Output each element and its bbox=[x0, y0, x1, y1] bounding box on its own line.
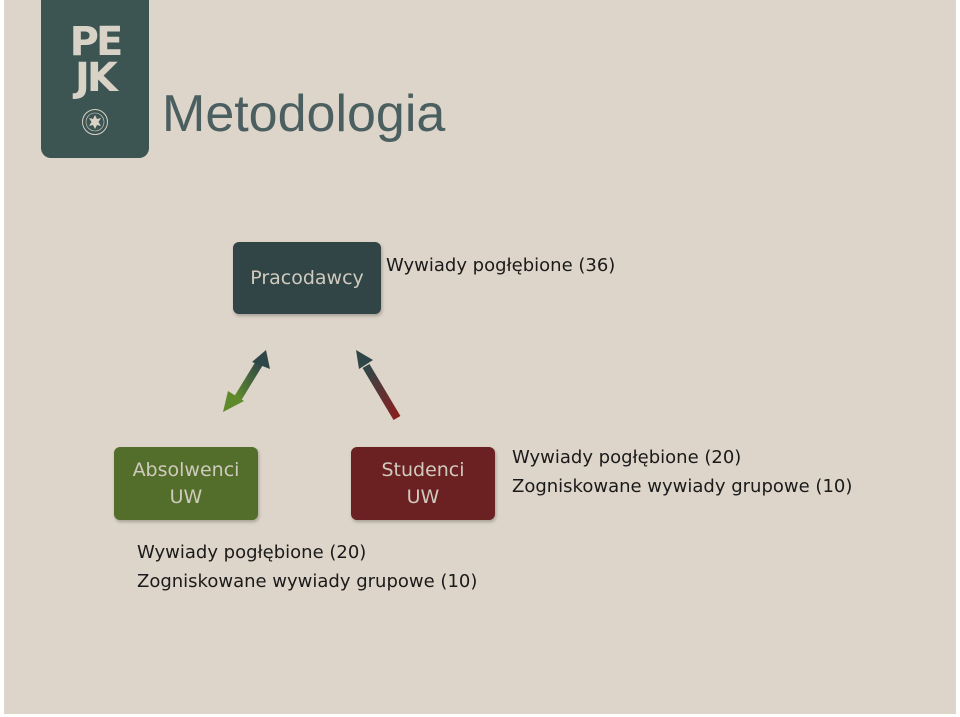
logo-text-line1: PE bbox=[69, 19, 124, 65]
employers-node: Pracodawcy bbox=[233, 242, 381, 314]
graduates-method-focus-groups: Zogniskowane wywiady grupowe (10) bbox=[137, 571, 478, 592]
students-label: Studenci bbox=[381, 458, 465, 481]
students-method-focus-groups: Zogniskowane wywiady grupowe (10) bbox=[512, 476, 853, 497]
students-university-label: UW bbox=[406, 485, 440, 508]
university-seal-icon bbox=[82, 109, 108, 135]
employers-methods-note: Wywiady pogłębione (36) bbox=[386, 251, 615, 280]
graduates-employers-arrow bbox=[223, 350, 270, 412]
students-node: Studenci UW bbox=[351, 447, 495, 520]
graduates-label: Absolwenci bbox=[132, 458, 240, 481]
slide: PE JK Metodologia bbox=[4, 0, 956, 714]
employers-label: Pracodawcy bbox=[250, 266, 364, 289]
graduates-node: Absolwenci UW bbox=[114, 447, 258, 520]
logo-text-line2: JK bbox=[75, 55, 118, 101]
students-methods-note: Wywiady pogłębione (20) Zogniskowane wyw… bbox=[512, 443, 852, 501]
pejk-logo: PE JK bbox=[41, 0, 149, 158]
graduates-university-label: UW bbox=[169, 485, 203, 508]
students-method-interviews: Wywiady pogłębione (20) bbox=[512, 447, 742, 468]
graduates-methods-note: Wywiady pogłębione (20) Zogniskowane wyw… bbox=[137, 538, 477, 596]
employers-method-interviews: Wywiady pogłębione (36) bbox=[386, 255, 616, 276]
students-employers-arrow bbox=[356, 350, 401, 421]
slide-title: Metodologia bbox=[162, 85, 446, 143]
graduates-method-interviews: Wywiady pogłębione (20) bbox=[137, 542, 367, 563]
